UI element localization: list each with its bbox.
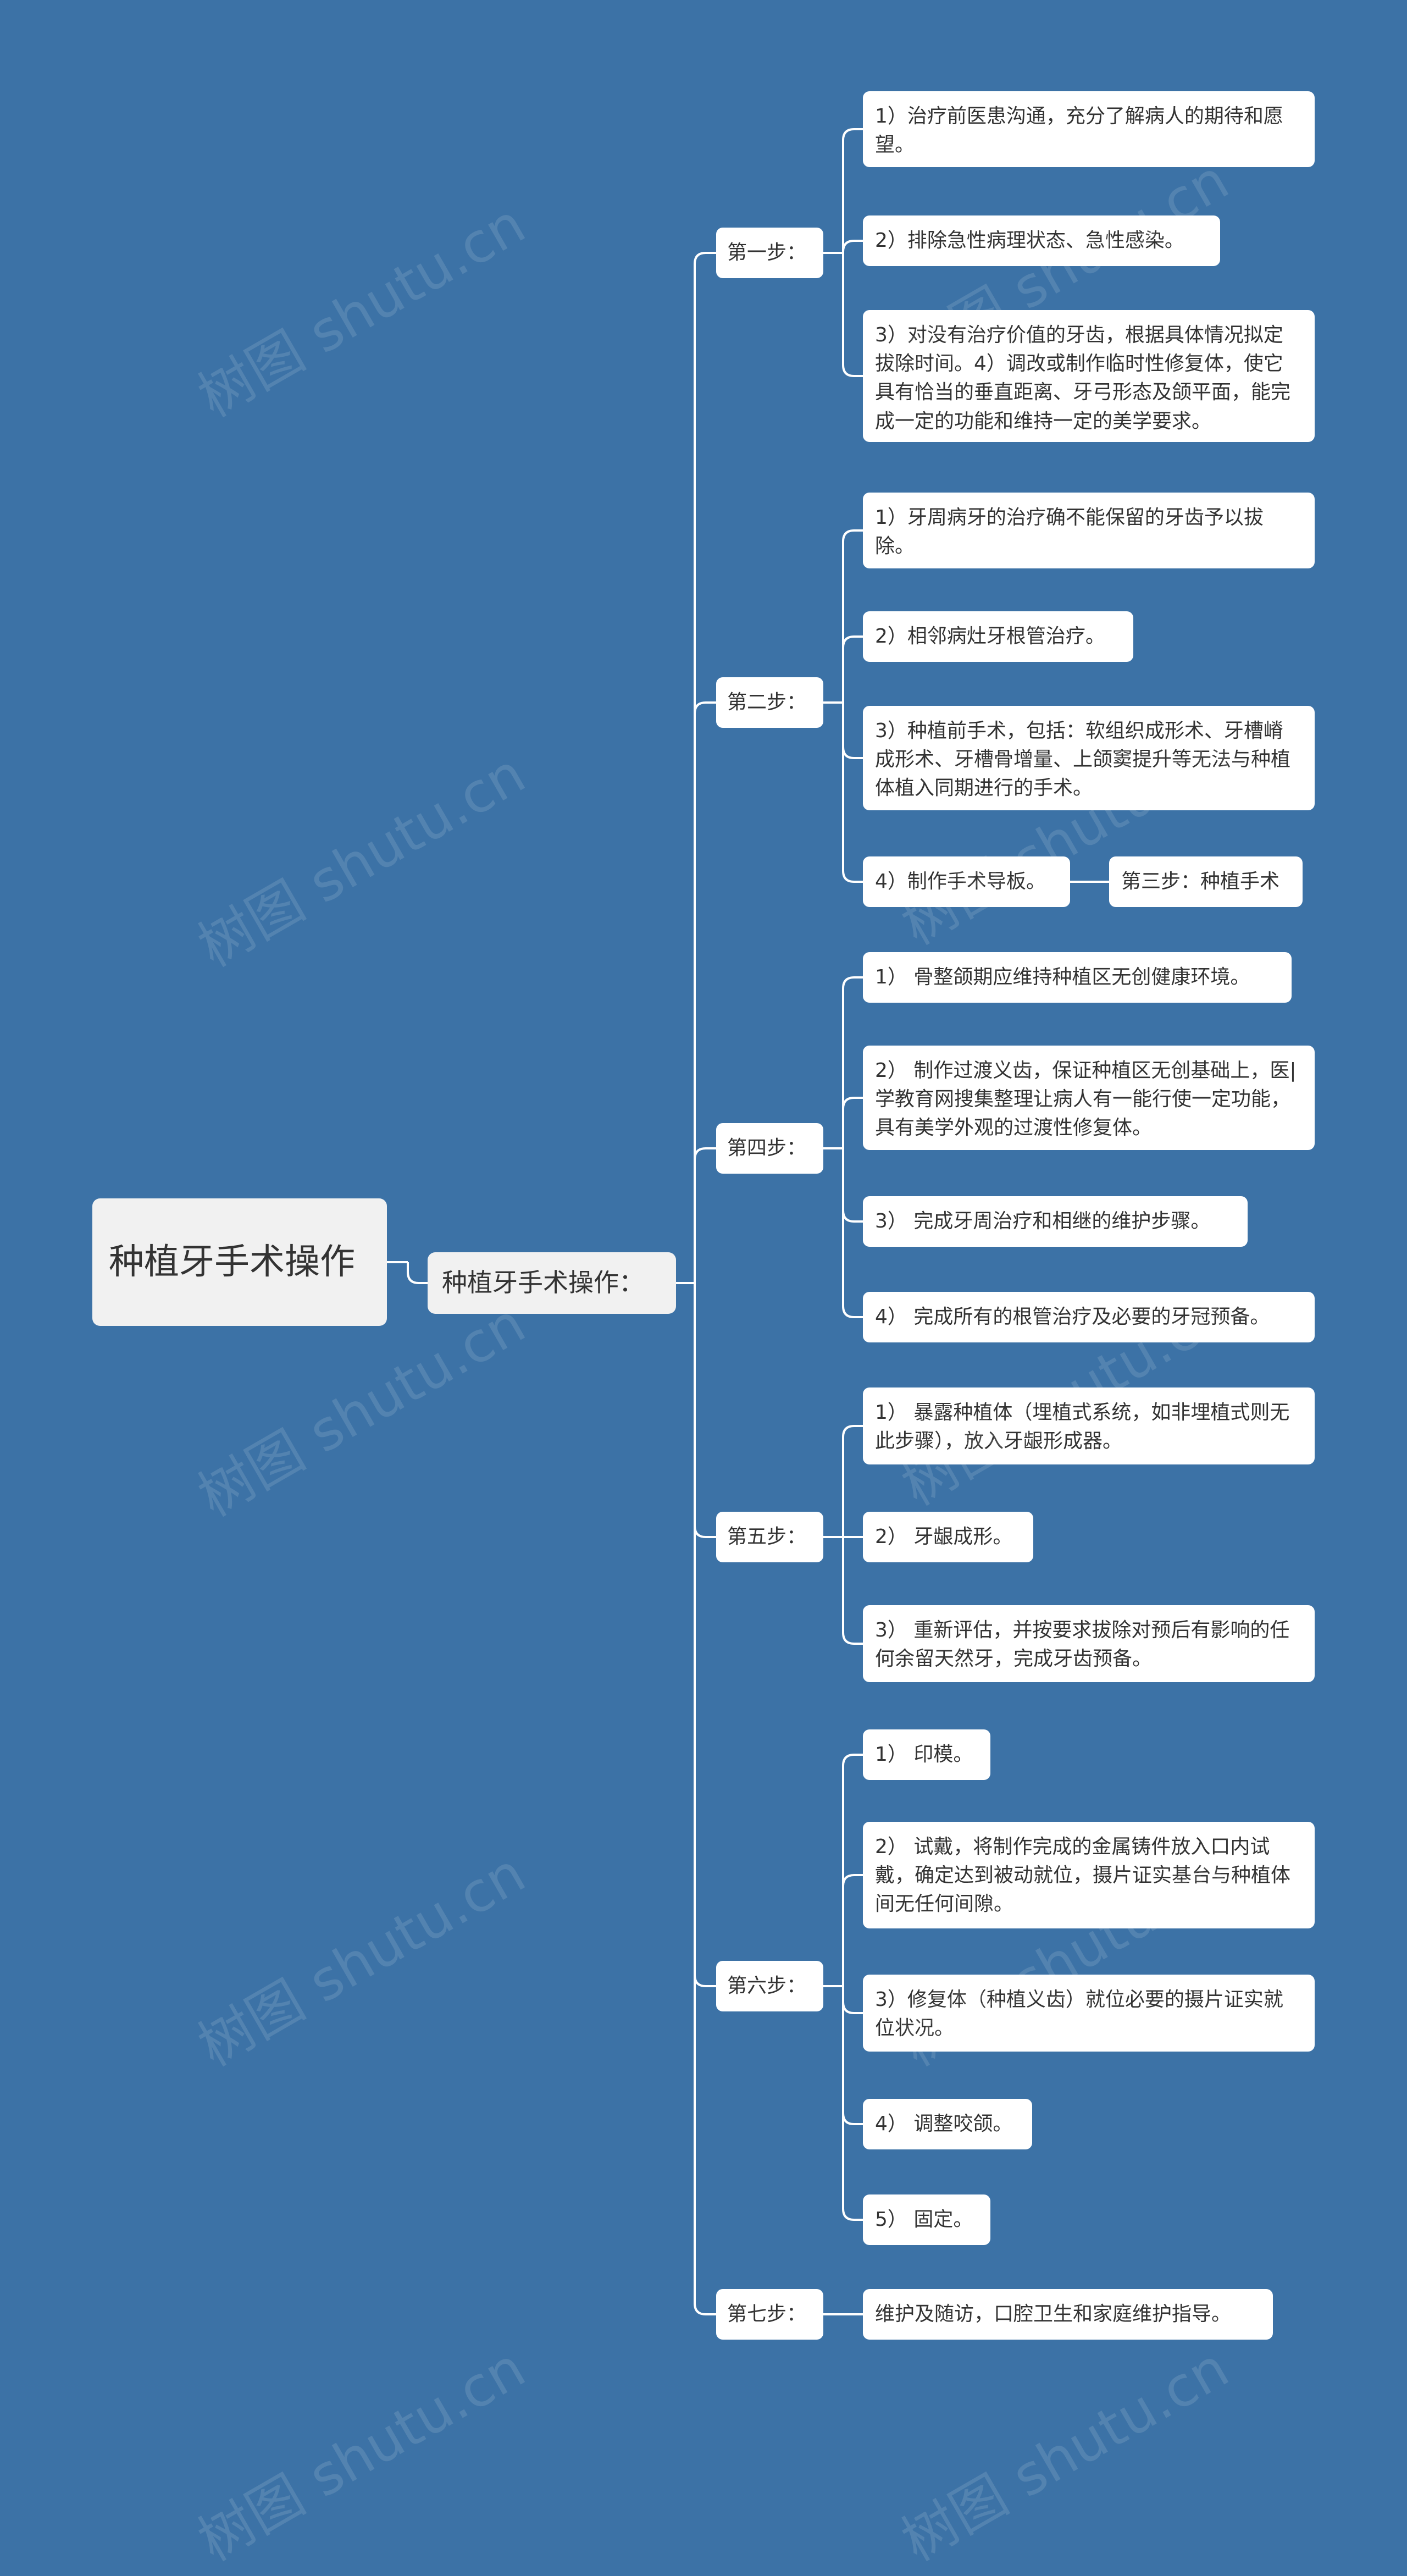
topic-link-branch	[694, 252, 716, 1283]
root-node[interactable]: 种植牙手术操作	[92, 1198, 387, 1326]
step-node-2[interactable]: 第二步：	[716, 677, 823, 728]
step-node-5[interactable]: 第五步：	[716, 1512, 823, 1562]
step2-link-branch	[842, 703, 863, 883]
step4-link-branch	[842, 1097, 863, 1148]
leaf-text: 1） 骨整颌期应维持种植区无创健康环境。	[875, 966, 1250, 988]
step-label: 第五步：	[727, 1525, 807, 1548]
step2-link-branch	[842, 703, 863, 759]
leaf-text: 4）制作手术导板。	[875, 870, 1046, 893]
step6-link-branch	[842, 1986, 863, 2221]
connector-lines	[387, 128, 1109, 2315]
leaf-node[interactable]: 3） 完成牙周治疗和相继的维护步骤。	[863, 1196, 1248, 1247]
leaf-node[interactable]: 维护及随访，口腔卫生和家庭维护指导。	[863, 2289, 1273, 2340]
topic-link-branch	[694, 701, 716, 1283]
leaf-node[interactable]: 3） 重新评估，并按要求拔除对预后有影响的任何余留天然牙，完成牙齿预备。	[863, 1605, 1315, 1682]
leaf-node[interactable]: 2） 试戴，将制作完成的金属铸件放入口内试戴，确定达到被动就位，摄片证实基台与种…	[863, 1822, 1315, 1928]
leaf-node[interactable]: 4） 完成所有的根管治疗及必要的牙冠预备。	[863, 1292, 1315, 1342]
leaf-node[interactable]: 1）牙周病牙的治疗确不能保留的牙齿予以拔除。	[863, 493, 1315, 568]
leaf-text: 2） 试戴，将制作完成的金属铸件放入口内试戴，确定达到被动就位，摄片证实基台与种…	[875, 1836, 1291, 1916]
leaf-node[interactable]: 3）对没有治疗价值的牙齿，根据具体情况拟定拔除时间。4）调改或制作临时性修复体，…	[863, 310, 1315, 442]
topic-link-branch	[694, 1283, 716, 1987]
leaf-node[interactable]: 4）制作手术导板。	[863, 856, 1070, 907]
step-node-4[interactable]: 第四步：	[716, 1123, 823, 1174]
leaf-node[interactable]: 2） 牙龈成形。	[863, 1512, 1033, 1562]
step-label: 第六步：	[727, 1974, 807, 1997]
topic-link-branch	[694, 1147, 716, 1283]
step5-link-branch	[842, 1425, 863, 1537]
leaf-node[interactable]: 2）排除急性病理状态、急性感染。	[863, 215, 1220, 266]
leaf-text: 3）对没有治疗价值的牙齿，根据具体情况拟定拔除时间。4）调改或制作临时性修复体，…	[875, 324, 1291, 433]
leaf-text: 1）牙周病牙的治疗确不能保留的牙齿予以拔除。	[875, 506, 1264, 558]
leaf-text: 2）排除急性病理状态、急性感染。	[875, 229, 1184, 252]
step-node-7[interactable]: 第七步：	[716, 2289, 823, 2340]
leaf-text: 4） 完成所有的根管治疗及必要的牙冠预备。	[875, 1306, 1270, 1328]
topic-node[interactable]: 种植牙手术操作：	[428, 1252, 676, 1314]
topic-link-branch	[694, 1283, 716, 2315]
step4-link-branch	[842, 1148, 863, 1318]
step-node-1[interactable]: 第一步：	[716, 228, 823, 278]
step6-link-branch	[842, 1986, 863, 2125]
leaf-node[interactable]: 5） 固定。	[863, 2194, 990, 2245]
step1-link-branch	[842, 253, 863, 377]
leaf-text: 维护及随访，口腔卫生和家庭维护指导。	[875, 2303, 1232, 2325]
mindmap-canvas: 种植牙手术操作 种植牙手术操作： 第一步： 1）治疗前医患沟通，充分了解病人的期…	[92, 91, 1315, 2573]
leaf-node[interactable]: 1） 骨整颌期应维持种植区无创健康环境。	[863, 952, 1292, 1003]
root-label: 种植牙手术操作	[109, 1242, 355, 1283]
leaf-text: 第三步：种植手术	[1121, 870, 1280, 893]
step-label: 第一步：	[727, 241, 807, 264]
leaf-node[interactable]: 3）种植前手术，包括：软组织成形术、牙槽嵴成形术、牙槽骨增量、上颌窦提升等无法与…	[863, 706, 1315, 810]
step4-link-branch	[842, 976, 863, 1148]
leaf-text: 2） 牙龈成形。	[875, 1525, 1013, 1548]
leaf-text: 1） 印模。	[875, 1743, 973, 1766]
step2-link-branch	[842, 529, 863, 703]
step-label: 第四步：	[727, 1136, 807, 1159]
leaf-text: 1）治疗前医患沟通，充分了解病人的期待和愿望。	[875, 105, 1283, 157]
leaf-node[interactable]: 3）修复体（种植义齿）就位必要的摄片证实就位状况。	[863, 1975, 1315, 2052]
step6-link-branch	[842, 1874, 863, 1986]
leaf-text: 2）相邻病灶牙根管治疗。	[875, 625, 1105, 648]
leaf-text: 1） 暴露种植体（埋植式系统，如非埋植式则无此步骤），放入牙龈形成器。	[875, 1401, 1290, 1453]
leaf-node[interactable]: 2） 制作过渡义齿，保证种植区无创基础上，医|学教育网搜集整理让病人有一能行使一…	[863, 1046, 1315, 1150]
step1-link-branch	[842, 128, 863, 253]
step4-link-branch	[842, 1148, 863, 1223]
step5-link-branch	[842, 1537, 863, 1645]
leaf-text: 3）修复体（种植义齿）就位必要的摄片证实就位状况。	[875, 1988, 1283, 2040]
leaf-node[interactable]: 2）相邻病灶牙根管治疗。	[863, 611, 1133, 662]
step-label: 第七步：	[727, 2302, 807, 2325]
step6-link-branch	[842, 1986, 863, 2014]
root-link-branch	[407, 1262, 428, 1284]
step6-link-branch	[842, 1754, 863, 1986]
leaf-node[interactable]: 1）治疗前医患沟通，充分了解病人的期待和愿望。	[863, 91, 1315, 167]
step-node-3[interactable]: 第三步：种植手术	[1109, 856, 1303, 907]
leaf-text: 3） 重新评估，并按要求拔除对预后有影响的任何余留天然牙，完成牙齿预备。	[875, 1619, 1290, 1671]
leaf-text: 4） 调整咬颌。	[875, 2113, 1013, 2135]
leaf-text: 2） 制作过渡义齿，保证种植区无创基础上，医|学教育网搜集整理让病人有一能行使一…	[875, 1059, 1297, 1140]
step2-link-branch	[842, 635, 863, 703]
step-node-6[interactable]: 第六步：	[716, 1961, 823, 2011]
topic-label: 种植牙手术操作：	[442, 1268, 644, 1298]
topic-link-branch	[694, 1283, 716, 1538]
leaf-text: 5） 固定。	[875, 2208, 973, 2231]
leaf-text: 3） 完成牙周治疗和相继的维护步骤。	[875, 1210, 1211, 1232]
leaf-node[interactable]: 4） 调整咬颌。	[863, 2099, 1032, 2149]
step-label: 第二步：	[727, 690, 807, 714]
leaf-node[interactable]: 1） 印模。	[863, 1729, 990, 1780]
leaf-node[interactable]: 1） 暴露种植体（埋植式系统，如非埋植式则无此步骤），放入牙龈形成器。	[863, 1387, 1315, 1464]
leaf-text: 3）种植前手术，包括：软组织成形术、牙槽嵴成形术、牙槽骨增量、上颌窦提升等无法与…	[875, 720, 1291, 800]
step1-link-branch	[842, 240, 863, 253]
